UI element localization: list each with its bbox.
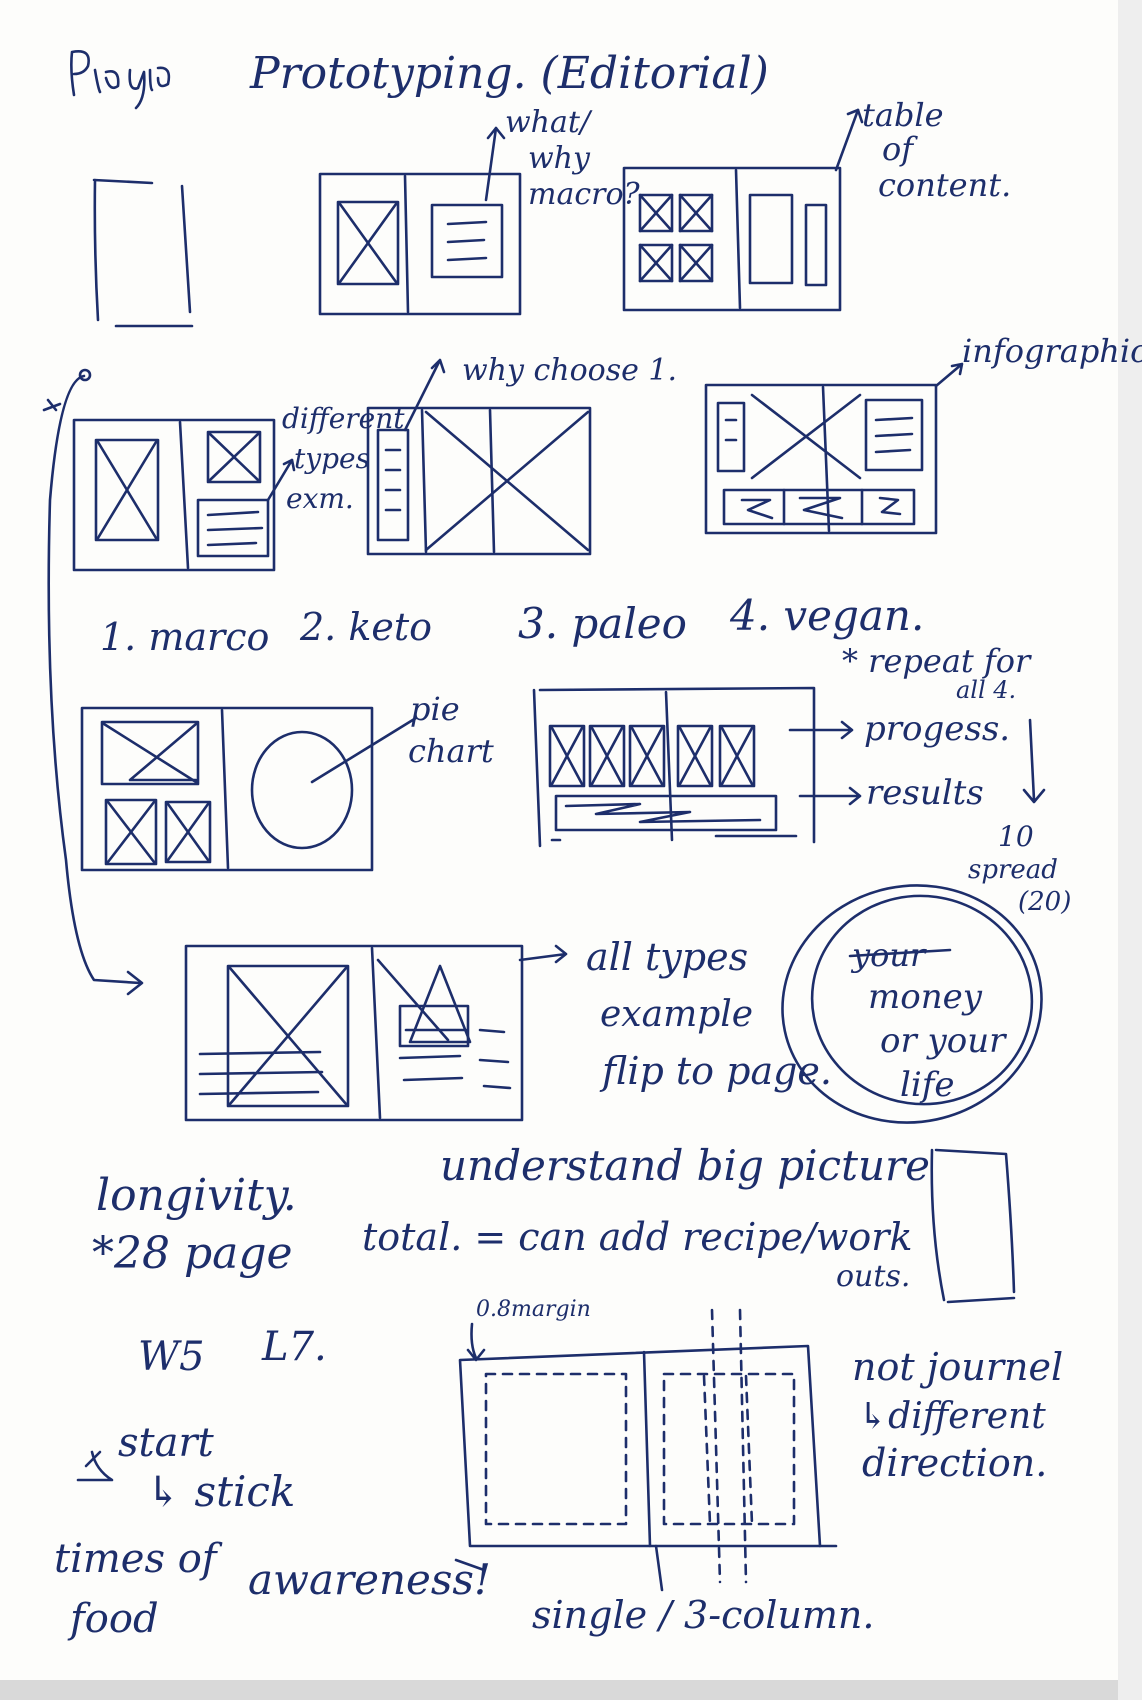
note-of: of <box>882 130 918 168</box>
note-why-choose: why choose 1. <box>462 353 677 388</box>
sketch-spread-why-choose <box>366 358 592 556</box>
note-what: what/ <box>505 105 593 140</box>
note-repeat: * repeat for <box>842 642 1032 680</box>
quote-or-your: or your <box>880 1021 1007 1061</box>
note-longivity: longivity. <box>96 1170 297 1221</box>
diet-3: 3. paleo <box>518 599 687 648</box>
diet-2: 2. keto <box>299 605 432 649</box>
note-columns: single / 3-column. <box>532 1593 874 1637</box>
note-total: total. = can add recipe/work <box>362 1215 912 1259</box>
note-28-page: *28 page <box>92 1228 293 1279</box>
sketch-spread-progress-results <box>532 686 1046 848</box>
quote-life: life <box>900 1065 954 1105</box>
connector-arrow <box>42 374 142 985</box>
note-outs: outs. <box>836 1259 910 1294</box>
scan-edge <box>0 1680 1142 1700</box>
sketch-spread-pie-chart <box>80 706 418 872</box>
note-flip: flip to page. <box>599 1049 832 1093</box>
page-title: Prototyping. (Editorial) <box>249 48 769 99</box>
note-table: table <box>862 96 944 134</box>
note-stick: ↳ stick <box>146 1467 295 1516</box>
quote-money: money <box>868 977 983 1017</box>
note-direction: direction. <box>862 1441 1047 1485</box>
note-different-direction: ↳different <box>858 1396 1046 1437</box>
note-food: food <box>67 1596 159 1642</box>
note-results: results <box>866 773 984 813</box>
note-start: start <box>118 1420 215 1466</box>
note-10: 10 <box>998 820 1034 853</box>
sketch-spread-macro-intro <box>318 126 522 316</box>
strike-your <box>848 948 952 958</box>
sketch-grid-spread <box>454 1308 838 1592</box>
sketch-spread-all-types <box>184 944 568 1122</box>
circled-quote <box>781 884 1043 1124</box>
note-content: content. <box>878 166 1011 204</box>
sketch-spread-infographic <box>704 362 964 535</box>
diet-4: 4. vegan. <box>729 591 924 640</box>
scan-edge-right <box>1118 0 1142 1700</box>
note-times-of: times of <box>54 1536 223 1582</box>
sketch-spread-table-of-contents <box>622 108 864 312</box>
start-mark <box>76 1450 114 1482</box>
note-margin: 0.8margin <box>476 1297 591 1322</box>
note-types: types <box>294 442 370 475</box>
sketch-spread-diet-types <box>72 418 296 572</box>
diet-1: 1. marco <box>100 615 269 659</box>
note-infographic: infographic <box>962 332 1142 370</box>
note-awareness: awareness! <box>248 1555 491 1604</box>
dim-l7: L7. <box>261 1324 327 1370</box>
note-exm: exm. <box>286 482 354 515</box>
note-20: (20) <box>1018 887 1071 917</box>
sketch-tall-page <box>930 1148 1016 1304</box>
note-example: example <box>600 994 753 1035</box>
note-macro: macro? <box>528 177 641 212</box>
connector-dot <box>78 368 92 382</box>
note-all-types: all types <box>586 935 748 979</box>
dim-w5: W5 <box>138 1334 205 1380</box>
connector-arrowhead <box>126 970 144 996</box>
sketch-single-page <box>92 178 194 328</box>
note-why: why <box>528 141 591 176</box>
note-all-4: all 4. <box>956 676 1016 704</box>
note-pie: pie <box>410 690 460 728</box>
note-understand: understand big picture <box>440 1141 930 1190</box>
note-progress: progess. <box>864 709 1010 749</box>
crossed-out-word <box>70 50 171 110</box>
note-spread: spread <box>968 855 1058 885</box>
note-not-journal: not journel <box>852 1345 1063 1389</box>
note-chart: chart <box>408 732 494 770</box>
